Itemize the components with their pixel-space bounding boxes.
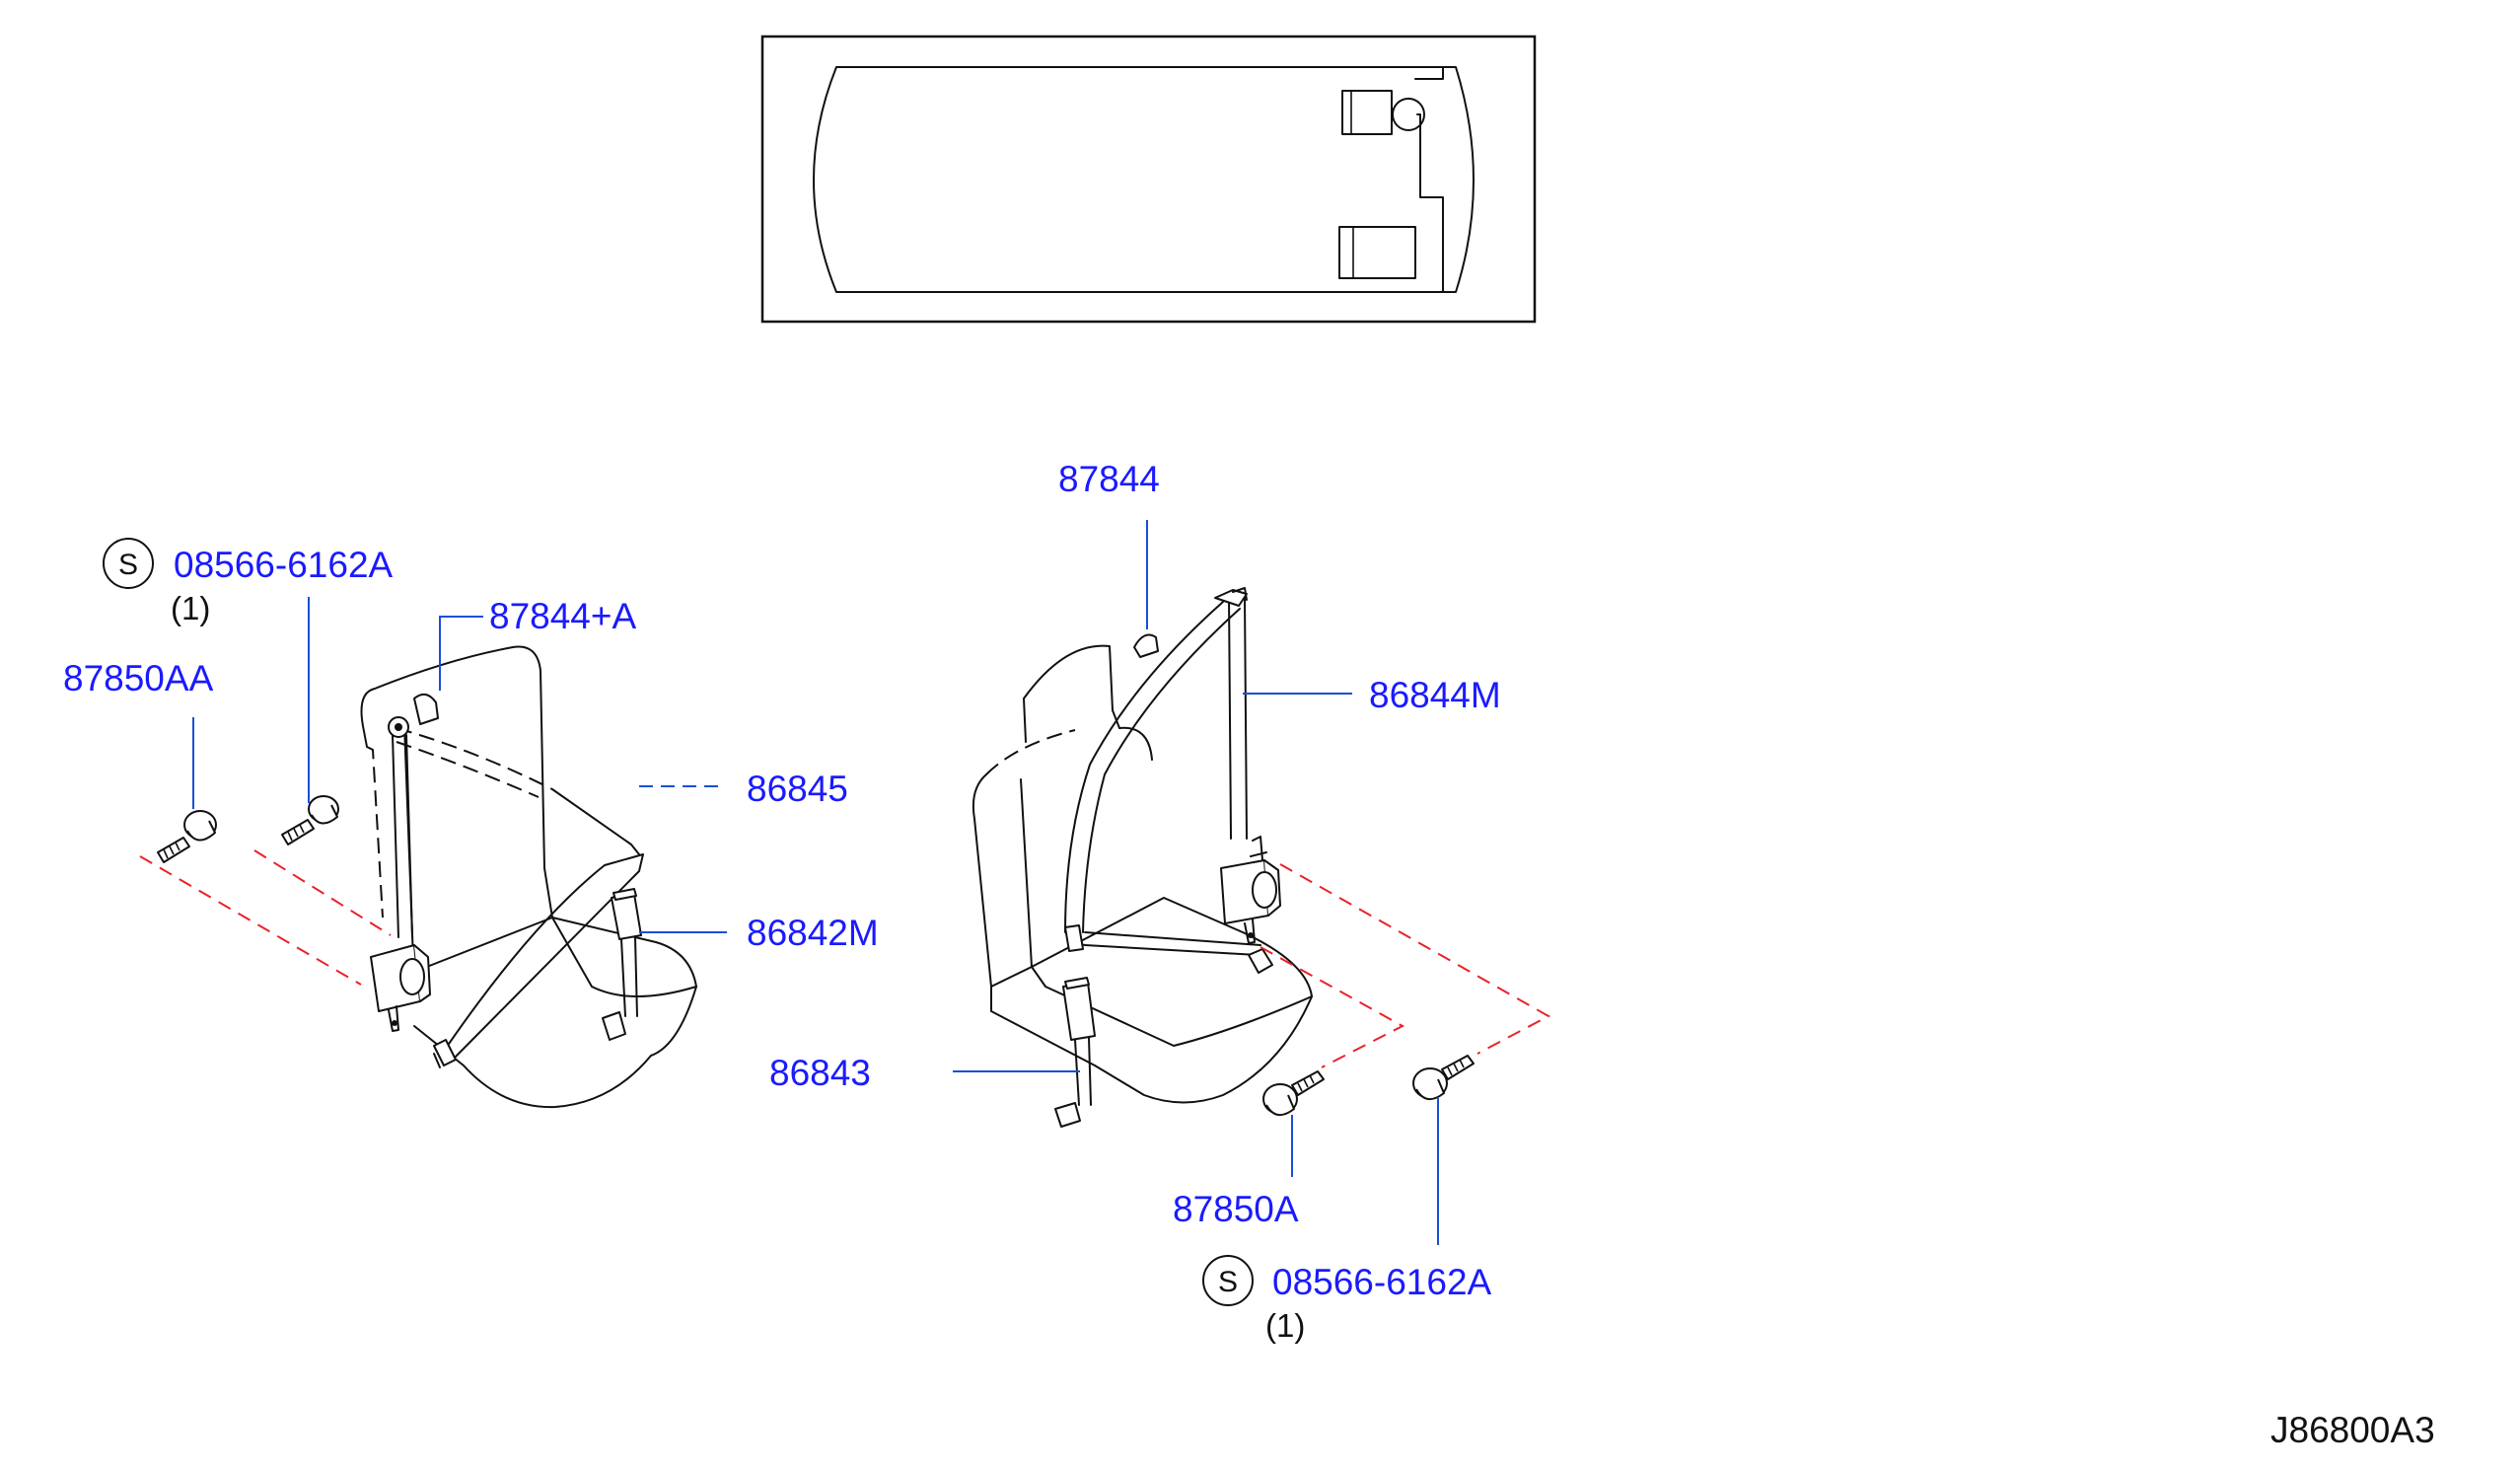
driver-head-marker <box>1392 98 1425 131</box>
diagram-id: J86800A3 <box>2270 1410 2435 1450</box>
retractor-right <box>1220 836 1281 944</box>
bolt-87850AA <box>157 810 217 863</box>
mount-line-aa <box>139 855 362 986</box>
mount-line-s-left <box>253 849 392 936</box>
buckle-left <box>602 888 642 1041</box>
label-86845: 86845 <box>747 769 848 809</box>
anchor-cover-right <box>1133 633 1159 658</box>
right-rear-seat <box>972 587 1551 1128</box>
label-86844M: 86844M <box>1369 675 1501 715</box>
s-symbol-left-letter: S <box>118 549 138 581</box>
s-symbol-left <box>103 538 154 589</box>
label-87844: 87844 <box>1058 459 1160 499</box>
callout-labels: S 08566-6162A (1) 87844+A 87850AA 86845 … <box>63 459 2435 1450</box>
rear-seat-marker <box>1338 226 1416 279</box>
label-87850AA: 87850AA <box>63 658 214 698</box>
label-08566-6162A-left: 08566-6162A <box>174 545 394 585</box>
mount-line-a <box>1260 946 1405 1068</box>
anchor-cover <box>413 693 439 725</box>
lower-anchor-left <box>433 1039 457 1068</box>
vehicle-locator-view <box>760 35 1537 324</box>
left-rear-seat <box>139 645 697 1109</box>
leader-lines <box>192 520 1439 1245</box>
qty-right: (1) <box>1265 1307 1305 1344</box>
label-87844A: 87844+A <box>489 596 636 636</box>
label-87850A: 87850A <box>1173 1189 1299 1229</box>
bolt-08566-6162A-right <box>1412 1055 1475 1100</box>
s-symbol-right <box>1202 1255 1254 1306</box>
buckle-right <box>1054 977 1096 1128</box>
qty-left: (1) <box>171 590 210 626</box>
label-08566-6162A-right: 08566-6162A <box>1272 1262 1492 1302</box>
retractor-left <box>370 944 431 1032</box>
label-86843: 86843 <box>769 1053 871 1093</box>
leader-87844A <box>439 616 483 691</box>
front-seat-marker <box>1341 90 1393 135</box>
label-86842M: 86842M <box>747 913 879 953</box>
mount-line-s-right <box>1279 863 1551 1055</box>
s-symbol-right-letter: S <box>1218 1266 1238 1298</box>
bolt-08566-6162A-left <box>281 795 339 845</box>
bolt-87850A <box>1262 1070 1325 1116</box>
